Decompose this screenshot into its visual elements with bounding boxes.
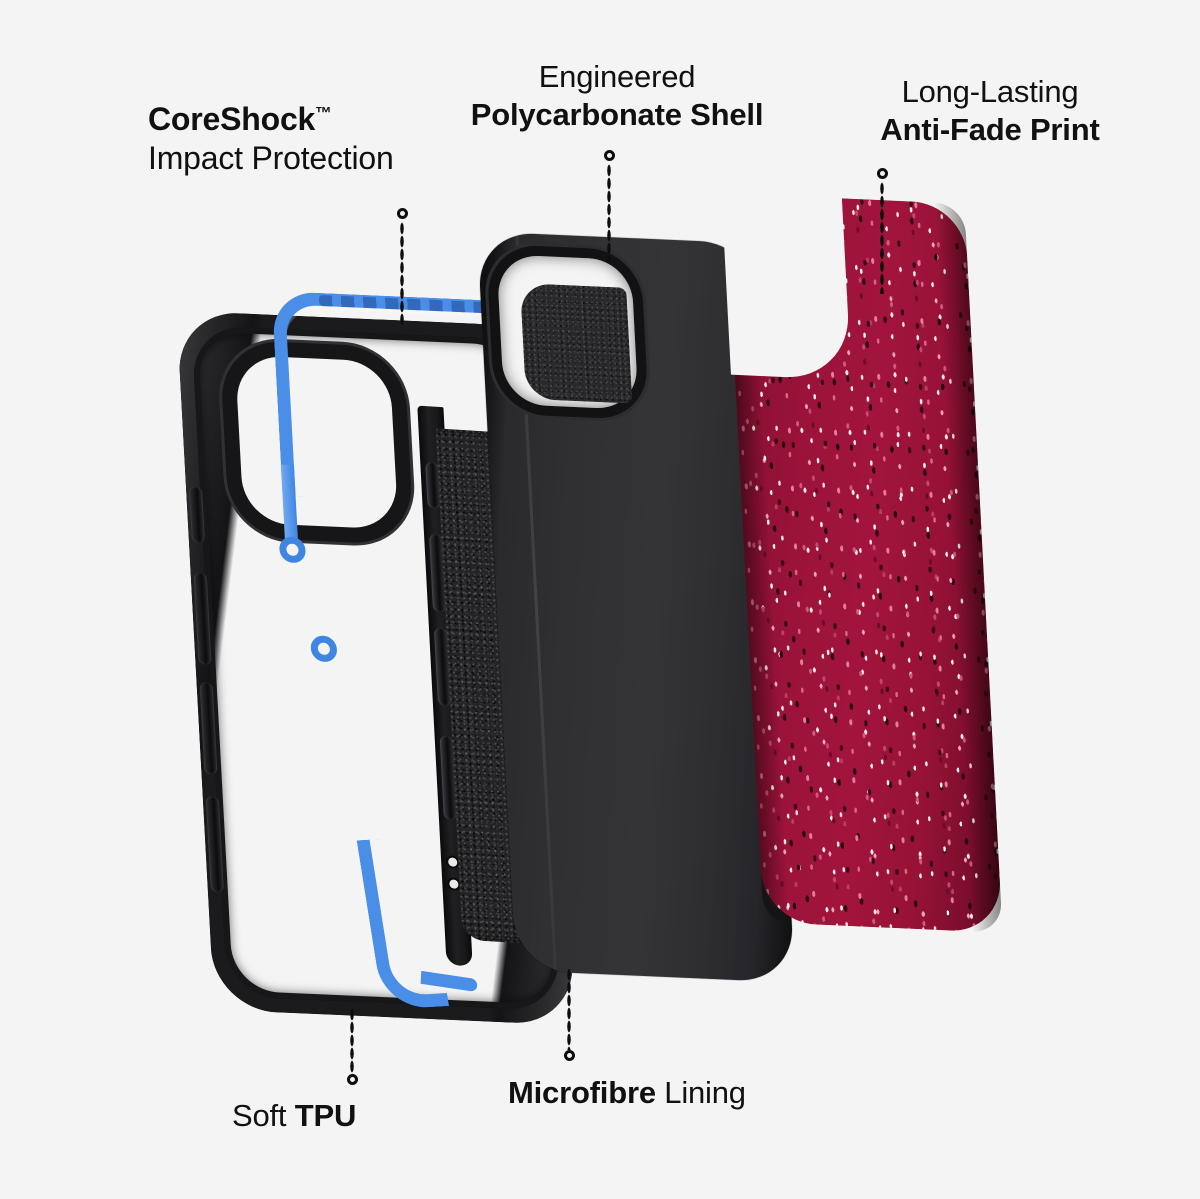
leader-dots-tpu: [350, 1008, 354, 1074]
callout-microfibre-lining: Microfibre Lining: [508, 1074, 746, 1112]
callout-coreshock-line2: Impact Protection: [148, 140, 394, 177]
shell-speaker-hole-top: [447, 857, 458, 867]
leader-ring-tpu: [347, 1074, 358, 1085]
leader-dots-microfibre: [567, 968, 571, 1050]
print-camera-notch: [721, 188, 852, 381]
trademark-icon: ™: [315, 103, 332, 123]
shell-speaker-hole-bottom: [449, 879, 459, 889]
callout-anti-fade-print: Long-Lasting Anti-Fade Print: [855, 73, 1125, 149]
callout-polycarbonate-shell: Engineered Polycarbonate Shell: [452, 58, 782, 134]
leader-ring-print: [877, 168, 888, 179]
callout-soft-tpu: Soft TPU: [232, 1097, 356, 1135]
callout-shell-line2: Polycarbonate Shell: [470, 96, 764, 132]
leader-ring-microfibre: [564, 1050, 575, 1061]
callout-tpu-line1: Soft TPU: [232, 1098, 357, 1133]
leader-ring-coreshock: [397, 208, 408, 219]
callout-coreshock: CoreShock™ Impact Protection: [148, 100, 394, 178]
callout-print-line2: Anti-Fade Print: [880, 111, 1100, 147]
callout-coreshock-line1: CoreShock™: [148, 101, 332, 137]
leader-dots-coreshock: [400, 222, 404, 326]
shell-camera-microfibre-patch: [519, 283, 633, 404]
callout-microfibre-line1: Microfibre Lining: [508, 1075, 746, 1110]
shell-camera-cutout: [496, 254, 639, 410]
callout-print-line1: Long-Lasting: [901, 74, 1079, 109]
leader-dots-shell: [607, 164, 611, 262]
leader-dots-print: [880, 182, 884, 294]
tpu-camera-cutout: [234, 355, 399, 530]
callout-shell-line1: Engineered: [538, 59, 696, 94]
anti-fade-print-layer: [721, 188, 1003, 933]
leader-ring-shell: [604, 150, 615, 161]
